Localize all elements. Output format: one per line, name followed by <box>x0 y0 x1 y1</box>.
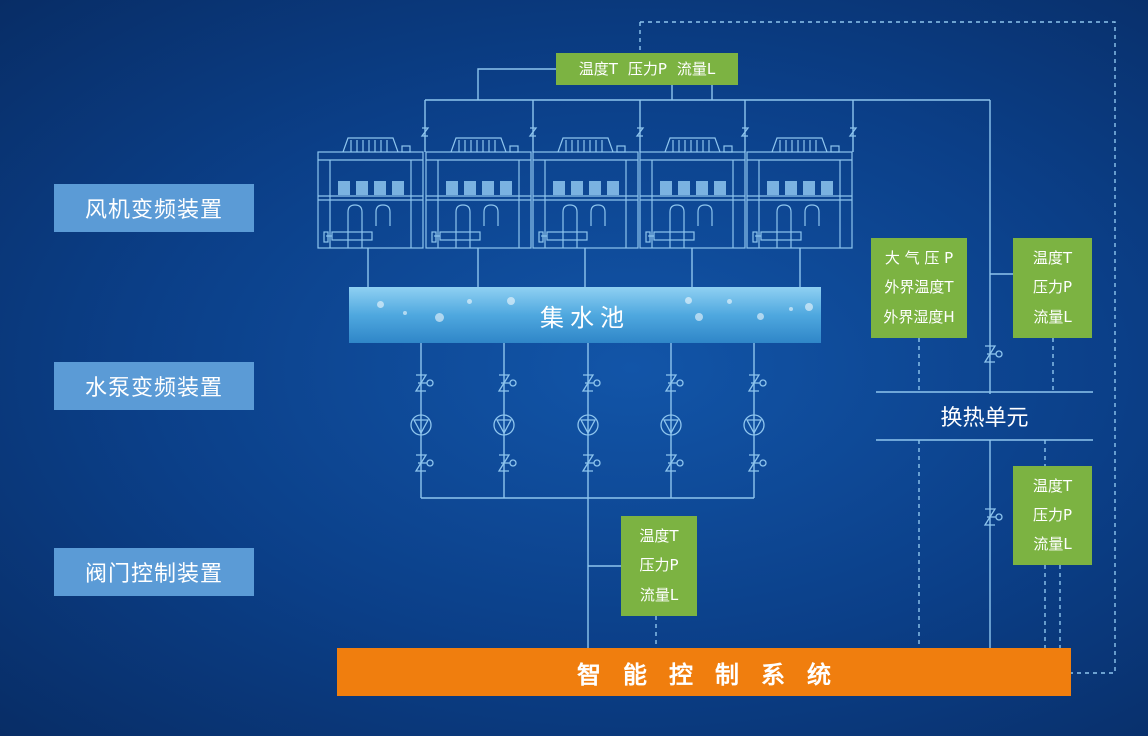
cooling-tower <box>532 137 639 249</box>
valve-symbol <box>497 454 517 472</box>
top-sensor-pressure: 压力P <box>627 59 667 78</box>
pump-symbol <box>410 414 432 436</box>
valve-symbol <box>747 374 767 392</box>
collection-basin: 集水池 <box>349 287 821 343</box>
pump-vfd-label: 水泵变频装置 <box>54 362 254 410</box>
ambient-temperature: 外界温度T <box>884 278 954 297</box>
valve-symbol <box>414 374 434 392</box>
pump-symbol <box>493 414 515 436</box>
right-top-pressure: 压力P <box>1032 278 1073 297</box>
fan-vfd-label: 风机变频装置 <box>54 184 254 232</box>
cooling-tower <box>746 137 853 249</box>
right-top-flow: 流量L <box>1033 307 1072 326</box>
ambient-humidity: 外界湿度H <box>883 307 955 326</box>
valve-symbol <box>983 508 1003 526</box>
ambient-sensor-box: 大 气 压 P 外界温度T 外界湿度H <box>871 238 967 338</box>
header-valve-icon <box>740 127 750 137</box>
right-bottom-flow: 流量L <box>1033 535 1072 553</box>
top-sensor-temp: 温度T <box>578 59 618 78</box>
right-bottom-temp: 温度T <box>1032 477 1073 495</box>
intelligent-control-system: 智能控制系统 <box>337 648 1071 696</box>
pump-symbol <box>743 414 765 436</box>
pump-symbol <box>660 414 682 436</box>
pump-sensor-flow: 流量L <box>639 585 679 604</box>
top-sensor-flow: 流量L <box>676 59 716 78</box>
right-top-sensor-box: 温度T 压力P 流量L <box>1013 238 1092 338</box>
basin-label: 集水池 <box>540 303 630 332</box>
pump-symbol <box>577 414 599 436</box>
right-bottom-pressure: 压力P <box>1032 506 1073 524</box>
pump-sensor-box: 温度T 压力P 流量L <box>621 516 697 616</box>
valve-symbol <box>581 374 601 392</box>
pump-sensor-pressure: 压力P <box>639 556 679 575</box>
cooling-tower <box>317 137 424 249</box>
ambient-atm-pressure: 大 气 压 P <box>884 249 954 268</box>
cooling-tower <box>639 137 746 249</box>
header-valve-icon <box>420 127 430 137</box>
header-valve-icon <box>635 127 645 137</box>
valve-symbol <box>983 345 1003 363</box>
pump-valve-group <box>410 127 1003 526</box>
cooling-tower-group <box>317 137 853 249</box>
right-bottom-sensor-box: 温度T 压力P 流量L <box>1013 466 1092 565</box>
valve-symbol <box>747 454 767 472</box>
valve-symbol <box>664 454 684 472</box>
header-valve-icon <box>848 127 858 137</box>
valve-symbol <box>664 374 684 392</box>
control-loop-dashed-line <box>640 21 1116 674</box>
top-sensor-box: 温度T 压力P 流量L <box>556 53 738 85</box>
cooling-tower <box>425 137 532 249</box>
pump-sensor-temp: 温度T <box>639 527 679 546</box>
header-valve-icon <box>528 127 538 137</box>
right-top-temp: 温度T <box>1032 249 1073 268</box>
heat-exchange-unit: 换热单元 <box>940 406 1029 431</box>
valve-control-label: 阀门控制装置 <box>54 548 254 596</box>
valve-symbol <box>581 454 601 472</box>
valve-symbol <box>497 374 517 392</box>
valve-symbol <box>414 454 434 472</box>
